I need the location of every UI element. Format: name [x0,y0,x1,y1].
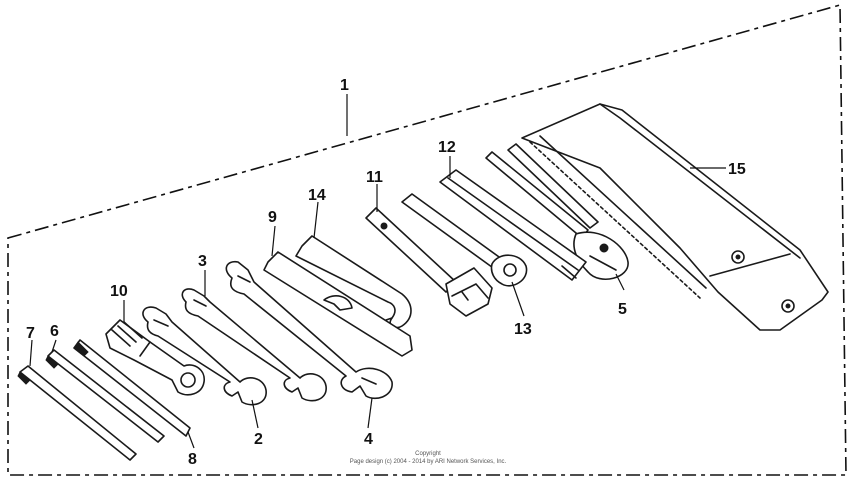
callout-14: 14 [308,187,326,204]
callout-4: 4 [364,431,373,448]
callout-12: 12 [438,139,456,156]
callout-11: 11 [366,169,383,186]
callout-7: 7 [26,325,35,342]
screwdriver-bit-7 [17,365,137,461]
callout-15: 15 [728,161,746,178]
wrench-9 [263,251,413,357]
callout-10: 10 [110,283,128,300]
copyright-line-1: Copyright [415,451,441,457]
callout-1: 1 [340,77,349,94]
wrench-3 [181,288,327,402]
spark-plug-wrench [401,193,528,287]
tool-bag [521,103,829,331]
pliers [485,143,629,280]
callout-labels: 1 7 6 10 3 9 14 11 12 15 5 13 2 4 8 [26,77,746,468]
tube-handle [439,169,587,281]
copyright-line-2: Page design (c) 2004 - 2014 by ARI Netwo… [350,459,507,465]
callout-2: 2 [254,431,263,448]
wrench-2 [142,306,267,406]
callout-8: 8 [188,451,197,468]
callout-6: 6 [50,323,59,340]
socket-wrench [365,207,493,317]
kit-boundary [7,3,847,476]
callout-9: 9 [268,209,277,226]
wrench-4 [225,260,393,400]
callout-3: 3 [198,253,207,270]
callout-13: 13 [514,321,532,338]
bit-handle [105,319,205,396]
screwdriver-bit-8 [73,339,191,437]
callout-5: 5 [618,301,627,318]
leader-lines [29,94,726,449]
